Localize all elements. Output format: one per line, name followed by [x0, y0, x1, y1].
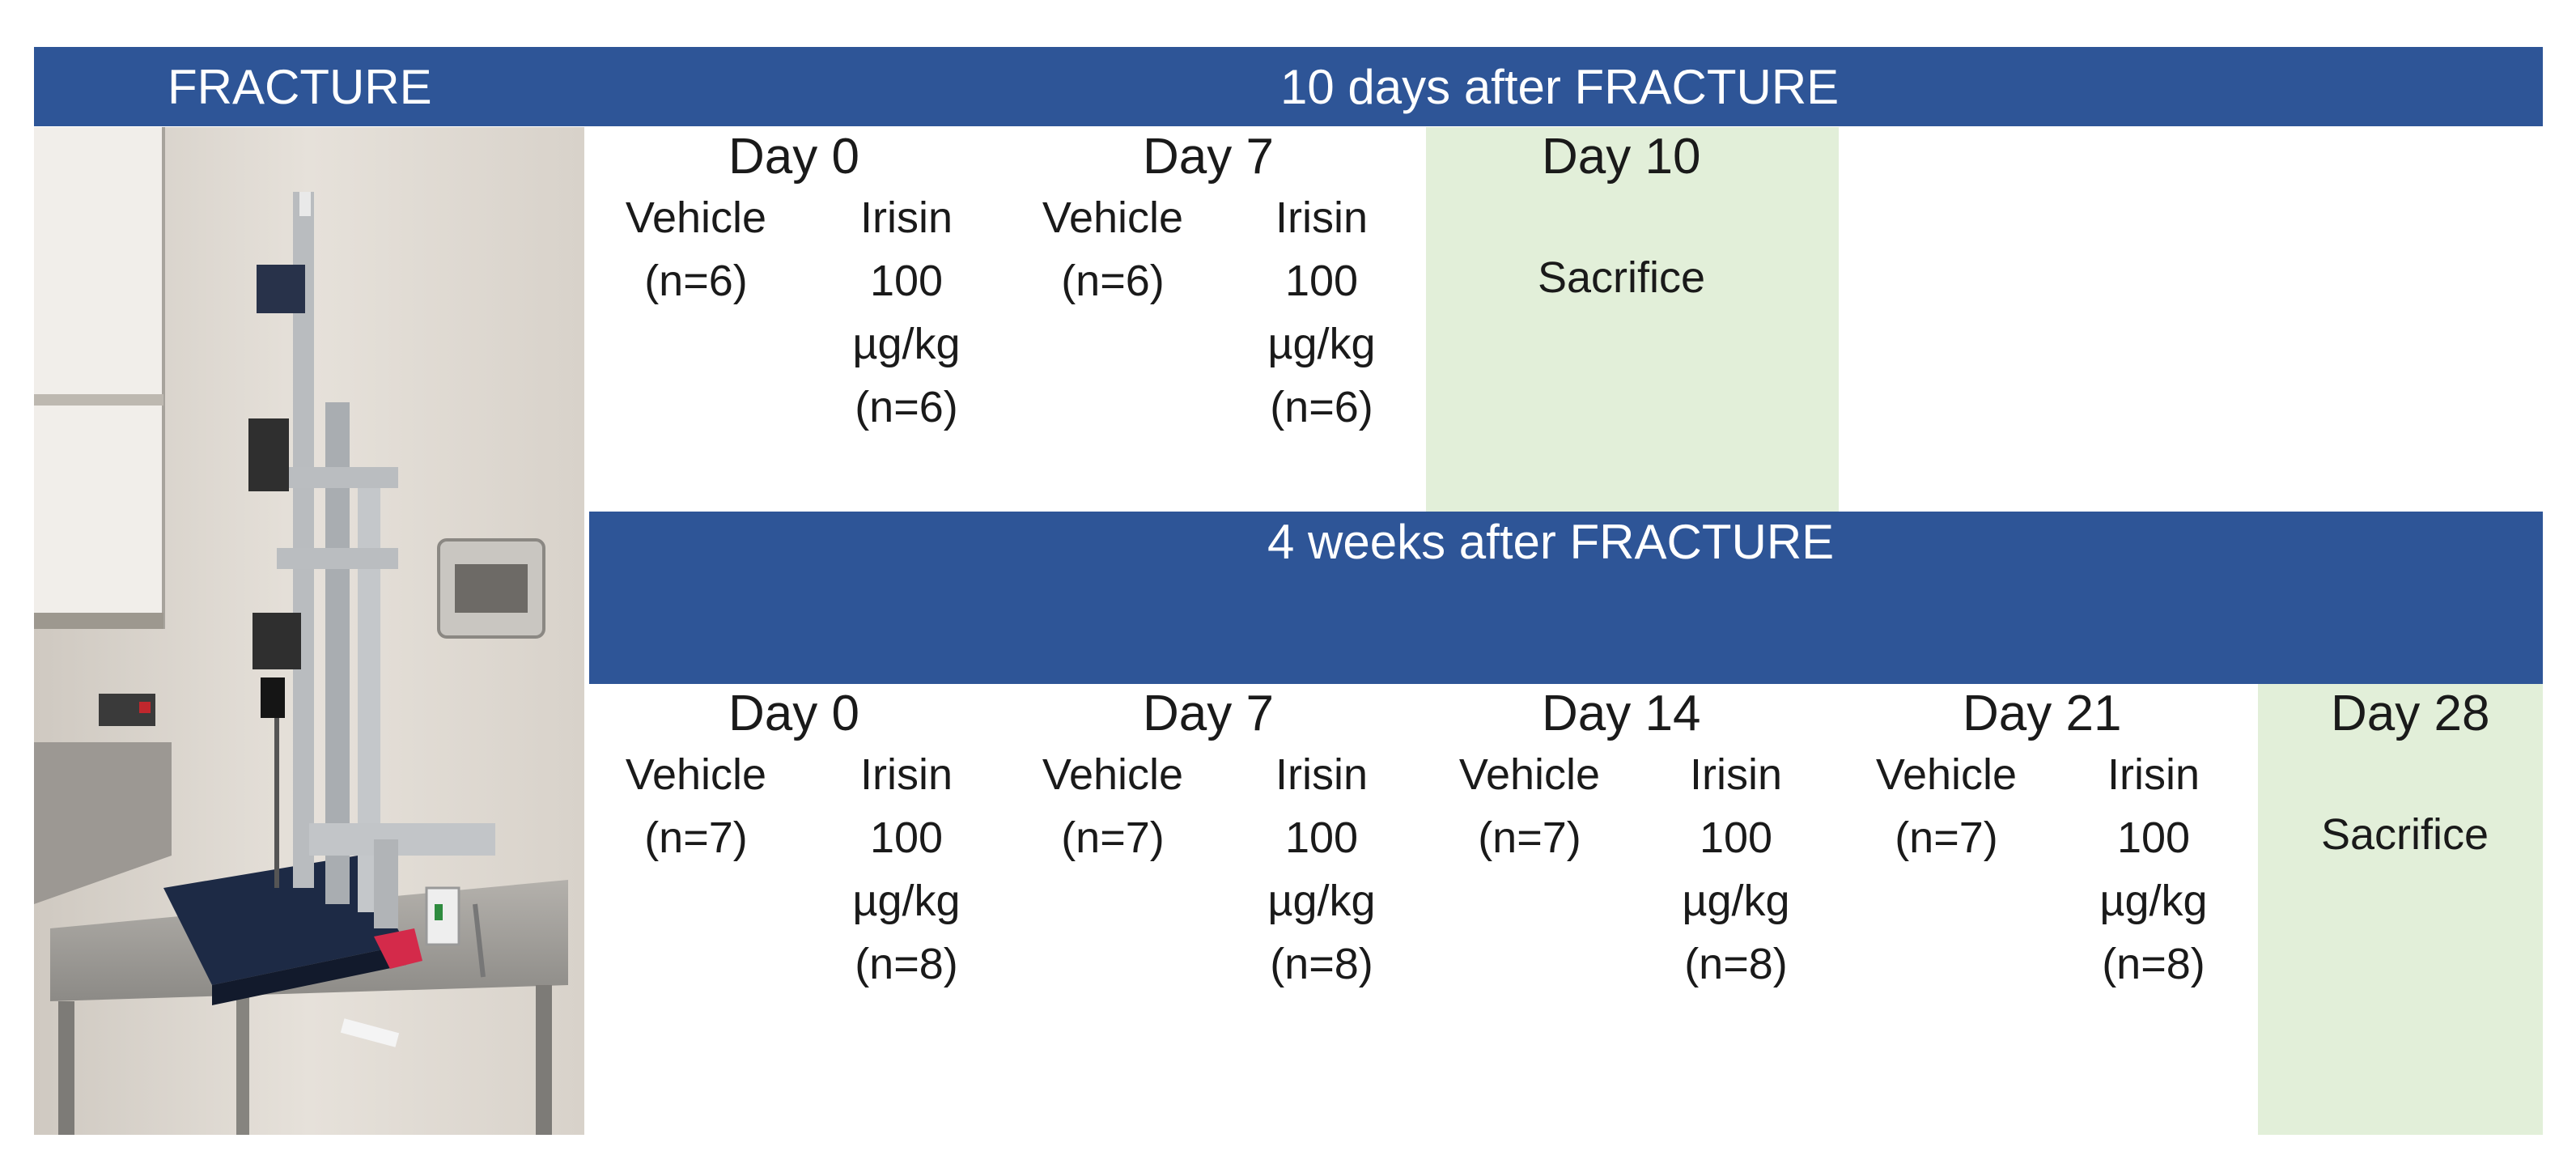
irisin-group: Irisin 100 µg/kg (n=8) — [1682, 750, 1790, 988]
vehicle-group: Vehicle (n=6) — [1042, 193, 1184, 305]
title-10-days: 10 days after FRACTURE — [1280, 60, 1840, 114]
day-label: Day 14 — [1542, 686, 1701, 741]
vehicle-group: Vehicle (n=6) — [625, 193, 767, 305]
vehicle-group: Vehicle (n=7) — [1458, 750, 1601, 862]
irisin-group: Irisin 100 µg/kg (n=8) — [2099, 750, 2208, 988]
day-label: Day 21 — [1963, 686, 2122, 741]
sacrifice-column-4w — [2258, 684, 2543, 1135]
title-4-weeks: 4 weeks after FRACTURE — [1267, 515, 1835, 569]
day-label-final: Day 10 — [1542, 129, 1701, 185]
vehicle-group: Vehicle (n=7) — [1042, 750, 1184, 862]
sacrifice-label: Sacrifice — [2321, 810, 2489, 859]
day-label: Day 0 — [728, 686, 859, 741]
day-label: Day 7 — [1143, 686, 1274, 741]
vehicle-group: Vehicle (n=7) — [625, 750, 767, 862]
day-label: Day 7 — [1143, 129, 1274, 185]
day-label: Day 0 — [728, 129, 859, 185]
fracture-device-photo — [34, 127, 584, 1135]
fracture-label: FRACTURE — [168, 60, 432, 114]
header-bar: FRACTURE 10 days after FRACTURE — [34, 47, 2543, 126]
vehicle-group: Vehicle (n=7) — [1875, 750, 2018, 862]
sacrifice-column-10d — [1426, 127, 1839, 512]
irisin-group: Irisin 100 µg/kg (n=6) — [852, 193, 961, 431]
irisin-group: Irisin 100 µg/kg (n=8) — [852, 750, 961, 988]
irisin-group: Irisin 100 µg/kg (n=6) — [1267, 193, 1376, 431]
section-bar-4-weeks: 4 weeks after FRACTURE — [589, 512, 2543, 684]
sacrifice-label: Sacrifice — [1538, 253, 1706, 302]
irisin-group: Irisin 100 µg/kg (n=8) — [1267, 750, 1376, 988]
day-label-final: Day 28 — [2331, 686, 2490, 741]
